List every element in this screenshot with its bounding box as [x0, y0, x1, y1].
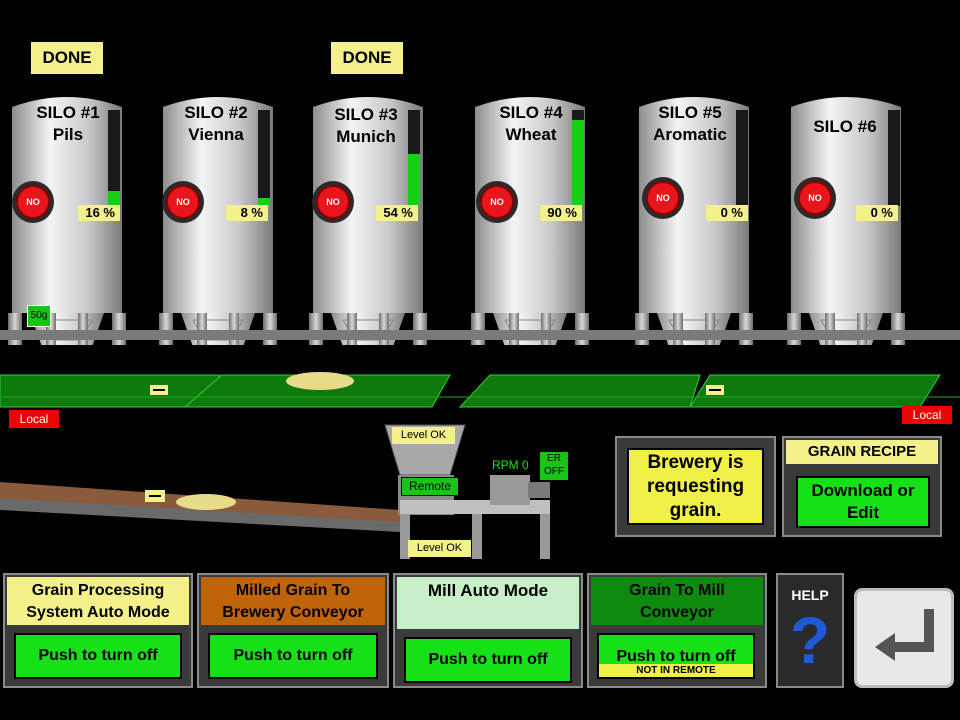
silo-2-label: SILO #2 Vienna: [166, 102, 266, 146]
mill-level-top: Level OK: [392, 427, 455, 444]
conveyor-local-tag-left: Local: [9, 410, 59, 428]
grain-processing-toggle-button[interactable]: Push to turn off: [12, 631, 184, 681]
silo-6-label: SILO #6: [795, 116, 895, 138]
silo-6-level-readout: 0 %: [856, 205, 898, 221]
silo-1-label: SILO #1 Pils: [18, 102, 118, 146]
silo-4-level-readout: 90 %: [540, 205, 582, 221]
silo-2-level-fill: [258, 198, 270, 206]
silo-3-grain: Munich: [336, 127, 396, 146]
grain-to-mill-conveyor-title: Grain To Mill Conveyor: [591, 577, 763, 625]
silo-3-valve-status: NO: [316, 185, 350, 219]
milled-grain-conveyor-title: Milled Grain To Brewery Conveyor: [201, 577, 385, 625]
mill-er-line1: ER: [547, 453, 561, 464]
grain-processing-control: Grain Processing System Auto Mode Push t…: [3, 573, 193, 688]
milled-grain-conveyor-toggle-button[interactable]: Push to turn off: [206, 631, 380, 681]
silo-4-level-bar: [572, 110, 584, 206]
silo-graphics: [0, 96, 960, 345]
silo-2-level-readout: 8 %: [226, 205, 268, 221]
mill-auto-title: Mill Auto Mode: [397, 577, 579, 629]
not-in-remote-warning: NOT IN REMOTE: [599, 664, 753, 677]
mill-level-bottom: Level OK: [408, 540, 471, 557]
help-label: HELP: [791, 587, 829, 603]
mill-er-line2: OFF: [544, 466, 564, 477]
enter-arrow-icon: [875, 609, 934, 661]
milled-grain-conveyor-control: Milled Grain To Brewery Conveyor Push to…: [197, 573, 389, 688]
silo-4-label: SILO #4 Wheat: [481, 102, 581, 146]
mill-er-status: ER OFF: [540, 452, 568, 480]
silo-6-valve-button[interactable]: NO: [794, 177, 836, 219]
lower-conveyor: [0, 482, 400, 532]
silo-2-title: SILO #2: [184, 103, 248, 122]
help-icon: ?: [789, 603, 831, 677]
status-panel: Brewery is requesting grain.: [615, 436, 776, 537]
silo-5-title: SILO #5: [658, 103, 722, 122]
silo-5-grain: Aromatic: [653, 125, 727, 144]
silo-1-title: SILO #1: [36, 103, 100, 122]
status-message: Brewery is requesting grain.: [627, 448, 764, 525]
silo-4-valve-status: NO: [480, 185, 514, 219]
mill-remote-tag: Remote: [401, 477, 459, 496]
silo-2-valve-status: NO: [166, 185, 200, 219]
silo-5-valve-button[interactable]: NO: [642, 177, 684, 219]
enter-key-button[interactable]: [854, 588, 954, 688]
grain-recipe-title: GRAIN RECIPE: [786, 440, 938, 464]
silo-6-level-bar: [888, 110, 900, 206]
silo-1-grain: Pils: [52, 125, 84, 144]
silo-4-valve-button[interactable]: NO: [476, 181, 518, 223]
silo-3-title: SILO #3: [334, 105, 398, 124]
mill-auto-control: Mill Auto Mode Push to turn off: [393, 573, 583, 688]
silo-3-label: SILO #3 Munich: [316, 104, 416, 148]
silo-5-level-readout: 0 %: [706, 205, 748, 221]
silo-1-valve-button[interactable]: NO: [12, 181, 54, 223]
mill-rpm-readout: RPM 0: [492, 458, 529, 472]
silo-1-level-readout: 16 %: [78, 205, 120, 221]
silo-2-valve-button[interactable]: NO: [162, 181, 204, 223]
silo-5-level-bar: [736, 110, 748, 206]
silo-6-valve-status: NO: [798, 181, 832, 215]
silo-3-valve-button[interactable]: NO: [312, 181, 354, 223]
silo-4-level-fill: [572, 119, 584, 206]
conveyor-local-tag-right: Local: [902, 406, 952, 424]
grain-to-mill-conveyor-control: Grain To Mill Conveyor Push to turn off …: [587, 573, 767, 688]
grain-to-mill-conveyor-toggle-button[interactable]: Push to turn off NOT IN REMOTE: [595, 631, 757, 681]
silo-3-done-badge: DONE: [331, 42, 403, 74]
upper-conveyor: [0, 372, 960, 408]
silo-1-level-bar: [108, 110, 120, 206]
silo-6-title: SILO #6: [813, 117, 877, 136]
silo-4-title: SILO #4: [499, 103, 563, 122]
mill-auto-toggle-button[interactable]: Push to turn off: [402, 635, 574, 685]
silo-2-grain: Vienna: [188, 125, 244, 144]
silo-1-level-fill: [108, 190, 120, 206]
silo-1-valve-status: NO: [16, 185, 50, 219]
silo-3-level-bar: [408, 110, 420, 206]
help-button[interactable]: HELP ?: [776, 573, 844, 688]
grain-processing-title: Grain Processing System Auto Mode: [7, 577, 189, 625]
silo-5-label: SILO #5 Aromatic: [640, 102, 740, 146]
silo-3-level-readout: 54 %: [376, 205, 418, 221]
grain-to-mill-conveyor-button-label: Push to turn off: [616, 648, 736, 665]
scale-weight-tag: 50g: [27, 305, 51, 327]
grain-recipe-panel: GRAIN RECIPE Download or Edit: [782, 436, 942, 537]
silo-2-level-bar: [258, 110, 270, 206]
silo-1-done-badge: DONE: [31, 42, 103, 74]
grain-recipe-download-button[interactable]: Download or Edit: [794, 474, 932, 530]
silo-3-level-fill: [408, 154, 420, 206]
silo-5-valve-status: NO: [646, 181, 680, 215]
silo-4-grain: Wheat: [505, 125, 557, 144]
